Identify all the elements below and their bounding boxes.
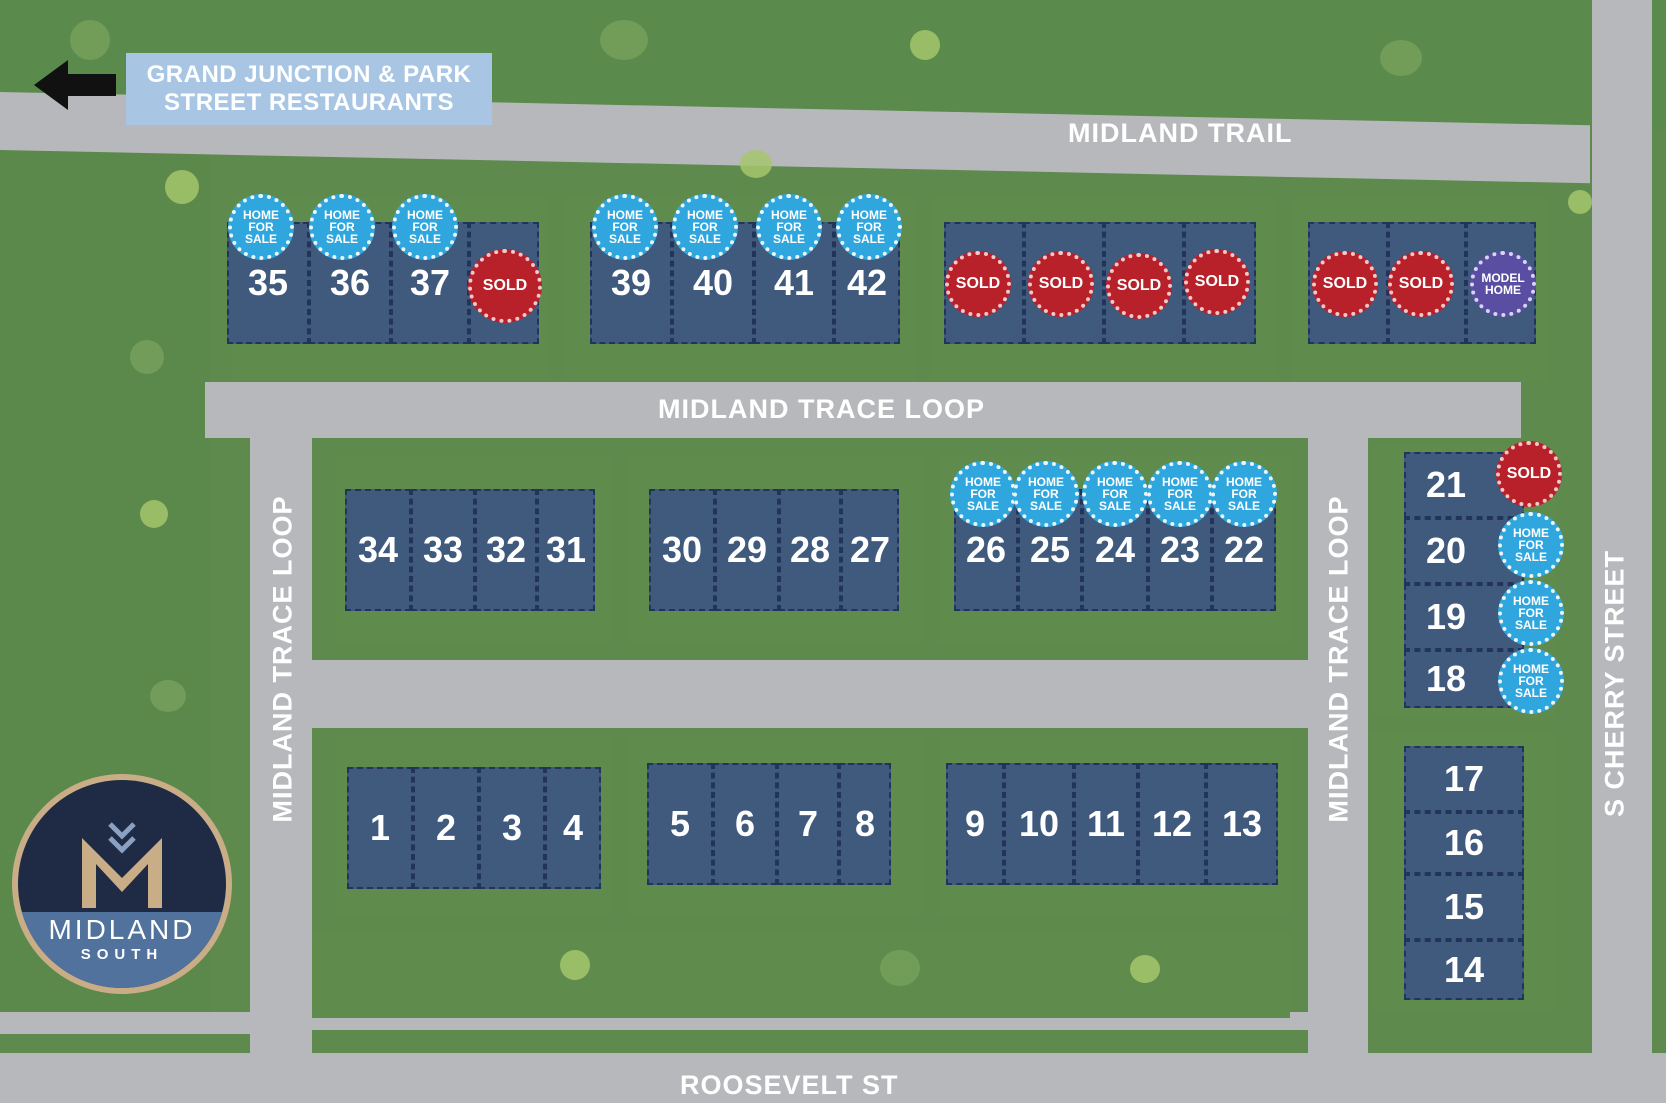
loop-middle-road: [310, 660, 1310, 728]
tree: [130, 340, 164, 374]
midland-south-logo: MIDLAND SOUTH: [12, 774, 232, 994]
cherry-street-road: [1592, 0, 1652, 1103]
midland-trace-loop-top-label: MIDLAND TRACE LOOP: [658, 394, 985, 424]
sold-badge[interactable]: SOLD: [1496, 441, 1562, 507]
lot-16[interactable]: 16: [1404, 812, 1524, 874]
sign-line-2: STREET RESTAURANTS: [164, 89, 454, 116]
tree: [140, 500, 168, 528]
tree: [70, 20, 110, 60]
tree: [150, 680, 186, 712]
lot-5[interactable]: 5: [647, 763, 713, 885]
lot-33[interactable]: 33: [411, 489, 475, 611]
tree: [1380, 40, 1422, 76]
restaurants-sign[interactable]: GRAND JUNCTION & PARK STREET RESTAURANTS: [126, 53, 492, 125]
lot-8[interactable]: 8: [839, 763, 891, 885]
lot-32[interactable]: 32: [475, 489, 537, 611]
lot-12[interactable]: 12: [1138, 763, 1206, 885]
lot-1[interactable]: 1: [347, 767, 413, 889]
midland-trail-label: MIDLAND TRAIL: [1068, 118, 1293, 148]
cherry-street-label: S CHERRY STREET: [1599, 549, 1630, 818]
block-south-park: [312, 934, 1290, 1018]
lot-30[interactable]: 30: [649, 489, 715, 611]
lot-7[interactable]: 7: [777, 763, 839, 885]
tree: [880, 950, 920, 986]
lot-13[interactable]: 13: [1206, 763, 1278, 885]
lot-34[interactable]: 34: [345, 489, 411, 611]
lot-11[interactable]: 11: [1074, 763, 1138, 885]
sold-badge[interactable]: SOLD: [1106, 253, 1172, 319]
tree: [740, 150, 772, 178]
logo-sub: SOUTH: [80, 946, 164, 963]
tree: [165, 170, 199, 204]
tree: [1130, 955, 1160, 983]
tree: [600, 20, 648, 60]
arrow-left-icon: [34, 60, 116, 110]
lot-15[interactable]: 15: [1404, 874, 1524, 940]
sold-badge[interactable]: SOLD: [1388, 251, 1454, 317]
midland-trace-loop-right-road: [1308, 438, 1368, 1078]
lot-9[interactable]: 9: [946, 763, 1004, 885]
sold-badge[interactable]: SOLD: [468, 249, 542, 323]
tree: [560, 950, 590, 980]
lot-28[interactable]: 28: [779, 489, 841, 611]
logo-m-icon: [82, 822, 162, 908]
midland-trace-loop-left-road: [250, 438, 312, 1078]
sold-badge[interactable]: SOLD: [1028, 251, 1094, 317]
midland-trace-loop-left-label: MIDLAND TRACE LOOP: [267, 495, 298, 823]
sidewalk-sw: [0, 1012, 250, 1034]
midland-trace-loop-top-road: [205, 382, 1521, 438]
lot-31[interactable]: 31: [537, 489, 595, 611]
logo-name: MIDLAND: [48, 914, 196, 945]
lot-4[interactable]: 4: [545, 767, 601, 889]
lot-27[interactable]: 27: [841, 489, 899, 611]
tree: [1568, 190, 1592, 214]
sold-badge[interactable]: SOLD: [1184, 249, 1250, 315]
midland-trace-loop-right-label: MIDLAND TRACE LOOP: [1323, 495, 1354, 823]
lot-3[interactable]: 3: [479, 767, 545, 889]
lot-29[interactable]: 29: [715, 489, 779, 611]
lot-17[interactable]: 17: [1404, 746, 1524, 812]
lot-2[interactable]: 2: [413, 767, 479, 889]
sign-line-1: GRAND JUNCTION & PARK: [146, 61, 472, 88]
roosevelt-street-label: ROOSEVELT ST: [680, 1070, 899, 1100]
sold-badge[interactable]: SOLD: [945, 251, 1011, 317]
lot-6[interactable]: 6: [713, 763, 777, 885]
sold-badge[interactable]: SOLD: [1312, 251, 1378, 317]
roosevelt-street-road: [0, 1053, 1666, 1103]
tree: [910, 30, 940, 60]
lot-10[interactable]: 10: [1004, 763, 1074, 885]
lot-14[interactable]: 14: [1404, 940, 1524, 1000]
